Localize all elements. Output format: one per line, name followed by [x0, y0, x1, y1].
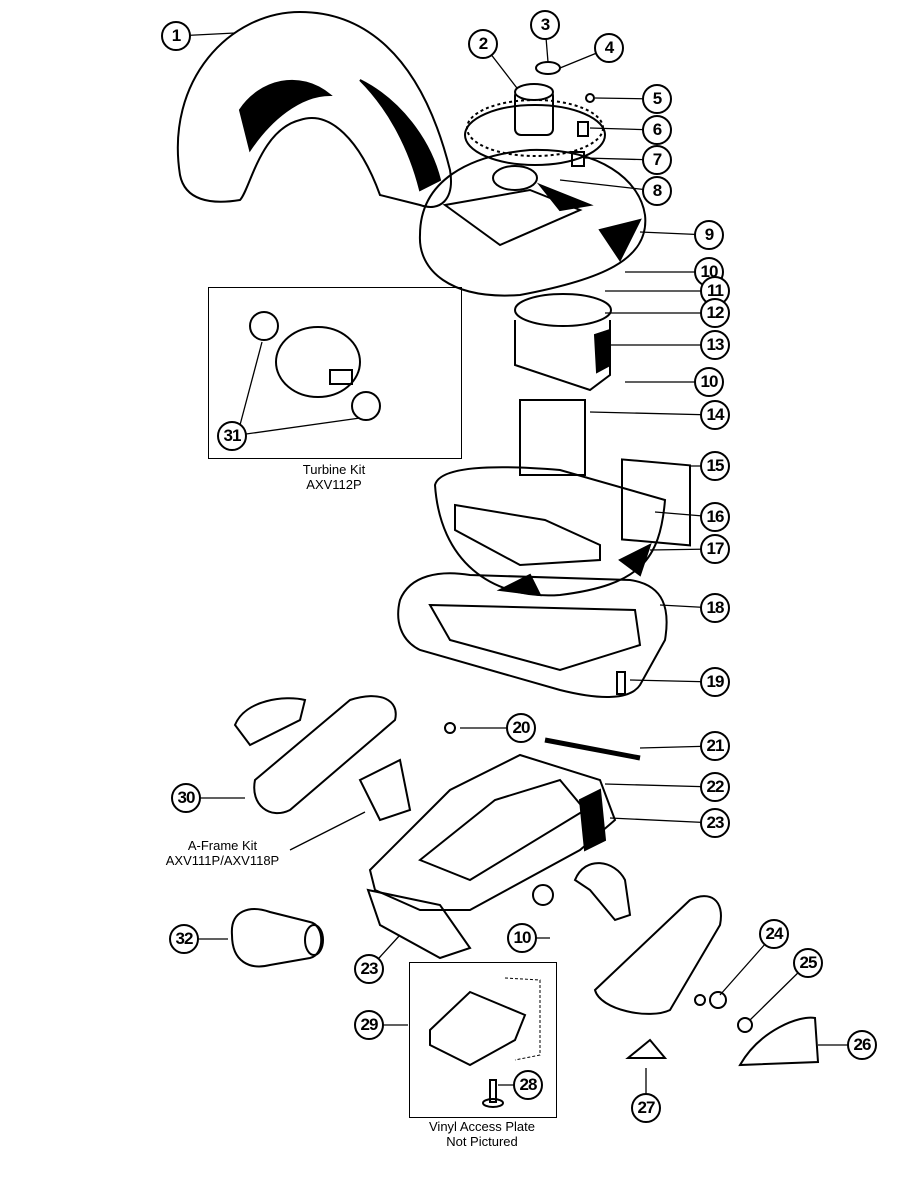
leader-line: [589, 411, 716, 416]
callout-23: 23: [354, 954, 384, 984]
vinyl-plate-box: [409, 962, 557, 1118]
callout-14: 14: [700, 400, 730, 430]
callout-30: 30: [171, 783, 201, 813]
hose-connector-part: [230, 908, 323, 968]
leader-line: [231, 417, 361, 437]
leader-line: [289, 811, 366, 851]
callout-25: 25: [793, 948, 823, 978]
callout-3: 3: [530, 10, 560, 40]
leader-line: [239, 341, 263, 426]
callout-32: 32: [169, 924, 199, 954]
callout-27: 27: [631, 1093, 661, 1123]
motor-part: [519, 399, 586, 476]
vinyl-plate-name: Vinyl Access Plate: [429, 1119, 535, 1134]
turbine-kit-name: Turbine Kit: [302, 462, 366, 477]
a-frame-part: [358, 758, 412, 822]
callout-2: 2: [468, 29, 498, 59]
large-gear-part: [464, 104, 606, 166]
callout-10: 10: [694, 367, 724, 397]
callout-9: 9: [694, 220, 724, 250]
callout-22: 22: [700, 772, 730, 802]
turbine-kit-number: AXV112P: [306, 477, 362, 492]
filter-screen-part: [621, 458, 691, 547]
callout-31: 31: [217, 421, 247, 451]
callout-16: 16: [700, 502, 730, 532]
callout-15: 15: [700, 451, 730, 481]
callout-21: 21: [700, 731, 730, 761]
vinyl-plate-label: Vinyl Access Plate Not Pictured: [392, 1119, 572, 1149]
callout-18: 18: [700, 593, 730, 623]
callout-17: 17: [700, 534, 730, 564]
callout-28: 28: [513, 1070, 543, 1100]
leader-line: [604, 783, 716, 788]
vinyl-plate-note: Not Pictured: [446, 1134, 518, 1149]
leader-line: [609, 817, 716, 824]
callout-26: 26: [847, 1030, 877, 1060]
callout-8: 8: [642, 176, 672, 206]
wheel-cap-part: [233, 697, 307, 747]
vinyl-plate-part: [429, 990, 527, 1067]
housing-part: [418, 148, 647, 297]
aframe-kit-label: A-Frame Kit AXV111P/AXV118P: [140, 838, 305, 868]
callout-1: 1: [161, 21, 191, 51]
callout-20: 20: [506, 713, 536, 743]
base-plate-part: [397, 572, 668, 698]
callout-19: 19: [700, 667, 730, 697]
callout-23: 23: [700, 808, 730, 838]
skirt-part: [366, 888, 472, 960]
top-cover-shading: [238, 79, 442, 192]
aframe-kit-name: A-Frame Kit: [187, 838, 258, 853]
small-gear-part: [535, 61, 561, 75]
callout-29: 29: [354, 1010, 384, 1040]
callout-6: 6: [642, 115, 672, 145]
turbine-kit-box: [208, 287, 462, 459]
a-frame-right-part: [573, 862, 632, 922]
callout-12: 12: [700, 298, 730, 328]
right-track-part: [593, 895, 722, 1015]
callout-4: 4: [594, 33, 624, 63]
callout-5: 5: [642, 84, 672, 114]
leader-line: [559, 179, 658, 192]
axle-part: [544, 737, 641, 761]
callout-13: 13: [700, 330, 730, 360]
callout-10: 10: [507, 923, 537, 953]
aframe-kit-number: AXV111P/AXV118P: [165, 853, 280, 868]
chassis-part: [368, 753, 617, 911]
callout-7: 7: [642, 145, 672, 175]
turbine-rotor-part: [275, 326, 361, 398]
callout-24: 24: [759, 919, 789, 949]
top-cover-part: [176, 10, 452, 208]
track-part: [253, 695, 397, 815]
wheel-cover-part: [738, 1016, 820, 1067]
turbine-kit-label: Turbine Kit AXV112P: [234, 462, 434, 492]
bottom-housing-part: [433, 466, 667, 597]
turbine-part: [514, 293, 612, 327]
